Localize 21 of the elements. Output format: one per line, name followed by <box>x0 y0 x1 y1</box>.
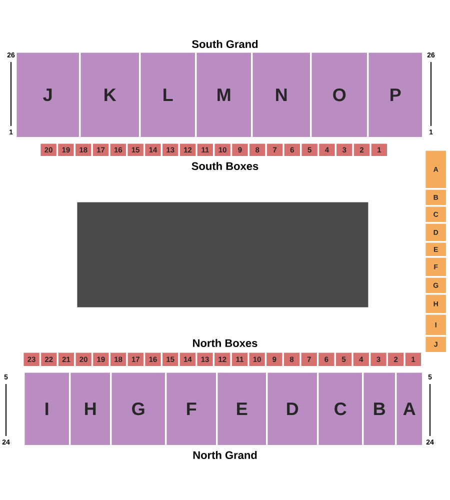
floor-area <box>77 202 368 308</box>
seating-section: F <box>166 372 217 446</box>
seating-section: E <box>217 372 267 446</box>
seating-section: J <box>16 52 80 138</box>
section-heading: North Grand <box>193 450 257 460</box>
section-heading: South Boxes <box>192 162 258 170</box>
seating-section: O <box>311 52 368 138</box>
section-heading: South Grand <box>192 40 258 48</box>
seating-section: D <box>267 372 318 446</box>
seating-section: G <box>111 372 166 446</box>
seating-section: C <box>318 372 363 446</box>
seating-section: L <box>140 52 196 138</box>
seating-section: I <box>24 372 70 446</box>
seating-section: N <box>252 52 311 138</box>
seating-section: B <box>363 372 396 446</box>
seating-section: A <box>396 372 423 446</box>
seating-section: H <box>70 372 111 446</box>
seating-section: M <box>196 52 252 138</box>
section-heading: North Boxes <box>193 338 258 348</box>
seating-section: K <box>80 52 140 138</box>
seating-section: P <box>368 52 423 138</box>
